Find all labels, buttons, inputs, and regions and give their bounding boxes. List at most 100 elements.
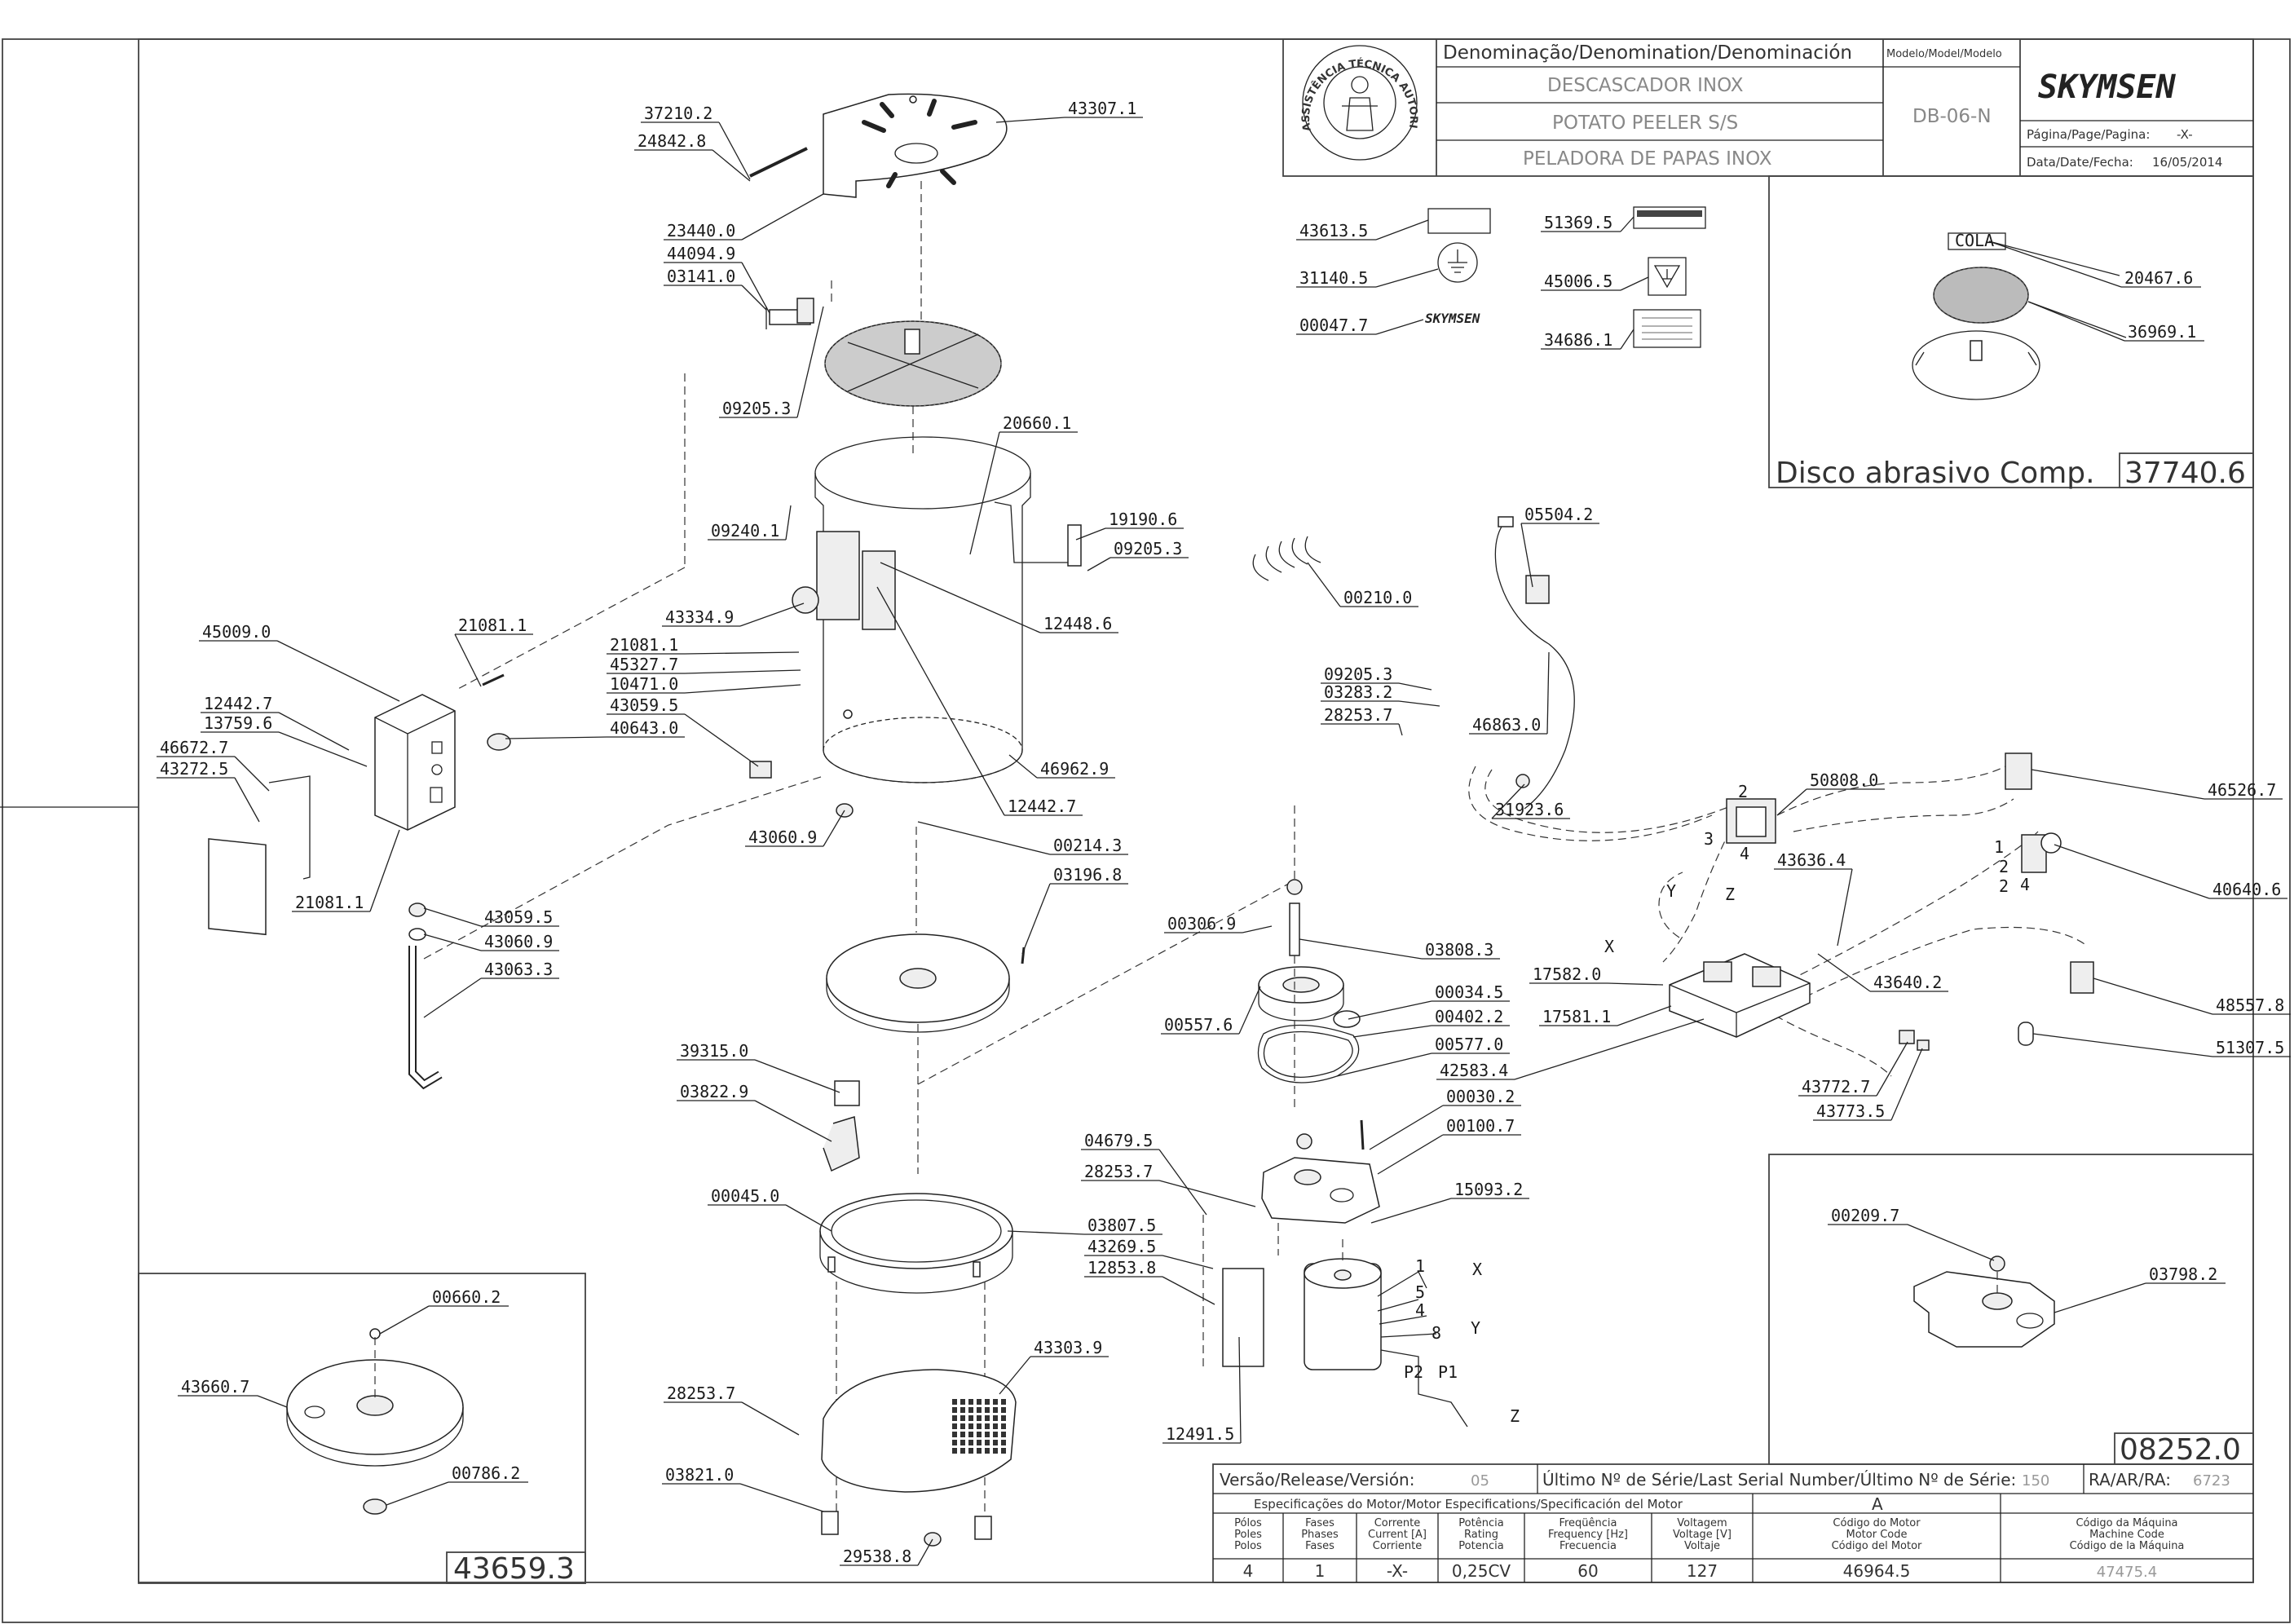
leader-line [785,505,792,541]
vent-slot [952,1423,957,1429]
drain-tube-part [408,902,443,1090]
leader-line [995,117,1065,123]
spec-col-header: Current [A] [1368,1529,1427,1541]
part-label: 00557.6 [1164,1015,1233,1035]
spec-col-value: 47475.4 [2097,1564,2157,1581]
spec-col-header: Motor Code [1846,1529,1908,1541]
vent-slot [985,1415,990,1421]
leader-line [1617,1005,1672,1026]
part-label: 04679.5 [1084,1131,1153,1150]
connector-part [2070,961,2094,994]
title-block: ASSISTÊNCIA TÉCNICA AUTORIZADA Denominaç… [0,0,2254,177]
ground-symbol-icon [1437,242,1478,283]
inset-labels: 20467.636969.100660.243660.700786.200209… [178,241,2226,1506]
spec-col-header: Rating [1464,1529,1498,1541]
brand-logo: SKYMSEN [2038,68,2176,106]
ra-label: RA/AR/RA: [2089,1470,2171,1489]
part-label: 03807.5 [1087,1216,1156,1235]
spec-col-header: Freqüência [1559,1517,1617,1529]
leader-line [1607,982,1664,986]
vent-slot [985,1432,990,1437]
vent-slot [993,1407,998,1413]
vent-slot [985,1440,990,1445]
leader-line [2093,977,2213,1015]
leader-line [1491,783,1525,819]
leader-line [741,1401,800,1436]
vent-slot [985,1407,990,1413]
part-label: 43772.7 [1802,1077,1870,1097]
part-label: 29538.8 [843,1547,911,1566]
elbow-part [823,1080,860,1172]
part-label: 28253.7 [1324,705,1392,725]
leader-line [1817,953,1871,992]
leader-line [1307,562,1341,607]
part-label: 46863.0 [1472,715,1541,735]
version-label: Versão/Release/Versión: [1220,1470,1414,1489]
leader-line [454,633,482,687]
leader-line [754,1059,840,1093]
part-label: 00402.2 [1435,1007,1503,1026]
part-label: 12442.7 [1008,797,1076,816]
leader-line [1348,1000,1432,1020]
part-label: 00045.0 [711,1186,779,1206]
leader-line [741,262,770,314]
vent-slot [960,1423,965,1429]
leader-line [1546,651,1550,735]
part-label: 43636.4 [1777,850,1846,870]
vent-slot [968,1432,973,1437]
leader-line [823,810,845,847]
power-cord-part [1494,516,1575,810]
wire-tag: 1 [1994,837,2004,857]
vent-slot [952,1399,957,1405]
leader-line [1336,1053,1432,1077]
plate-inset-code: 08252.0 [2120,1433,2241,1467]
switch-box-part [208,673,511,936]
vent-slot [985,1423,990,1429]
leader-line [684,669,801,674]
part-label: 05504.2 [1524,505,1593,524]
cola-label: COLA [1955,231,1994,250]
part-label: 44094.9 [667,244,735,263]
spec-columns: PólosPolesPolos4FasesPhasesFases1Corrent… [1234,1517,2184,1581]
spec-col-header: Fases [1305,1517,1334,1529]
round-cap-part [792,586,819,614]
relay-part [1726,798,1776,844]
skymsen-logo-icon: SKYMSEN [1425,311,1480,326]
part-label: 15093.2 [1454,1180,1523,1199]
spec-col-value: 46964.5 [1843,1561,1911,1581]
leader-line [1890,1048,1923,1121]
wire-tag: P1 [1438,1362,1458,1382]
leader-line [278,731,368,767]
wire-tag: Z [1510,1406,1520,1426]
vent-slot [968,1448,973,1454]
leader-line [423,933,482,951]
part-label: 13759.6 [204,713,272,733]
motor-header: Especificações do Motor/Motor Especifica… [1254,1497,1683,1511]
spec-col-header: Phases [1301,1529,1339,1541]
vent-slot [968,1407,973,1413]
part-label: 09240.1 [711,521,779,541]
wire-tag: 1 [1415,1256,1425,1276]
symbol-code: 31140.5 [1299,268,1368,288]
part-label: 00577.0 [1435,1035,1503,1054]
part-label: 03808.3 [1425,940,1493,960]
part-label: 31923.6 [1495,800,1564,819]
part-label: 51307.5 [2216,1038,2284,1057]
vent-slot [968,1399,973,1405]
part-label: 00030.2 [1446,1087,1515,1106]
vent-slot [977,1399,982,1405]
vent-slot [968,1440,973,1445]
vent-slot [977,1440,982,1445]
part-label: 43269.5 [1087,1237,1156,1256]
spec-col-header: Fases [1305,1540,1334,1552]
spec-col-header: Pólos [1234,1517,1262,1529]
vent-slot [1001,1399,1006,1405]
leader-line [969,431,1000,555]
spec-col-value: 127 [1687,1561,1718,1581]
name-pt: DESCASCADOR INOX [1547,75,1744,96]
small-bracket-part [765,280,832,329]
ground-triangle-icon [1648,257,1687,296]
part-label: 09205.3 [722,399,791,418]
leader-line [423,907,482,927]
vent-slot [993,1440,998,1445]
